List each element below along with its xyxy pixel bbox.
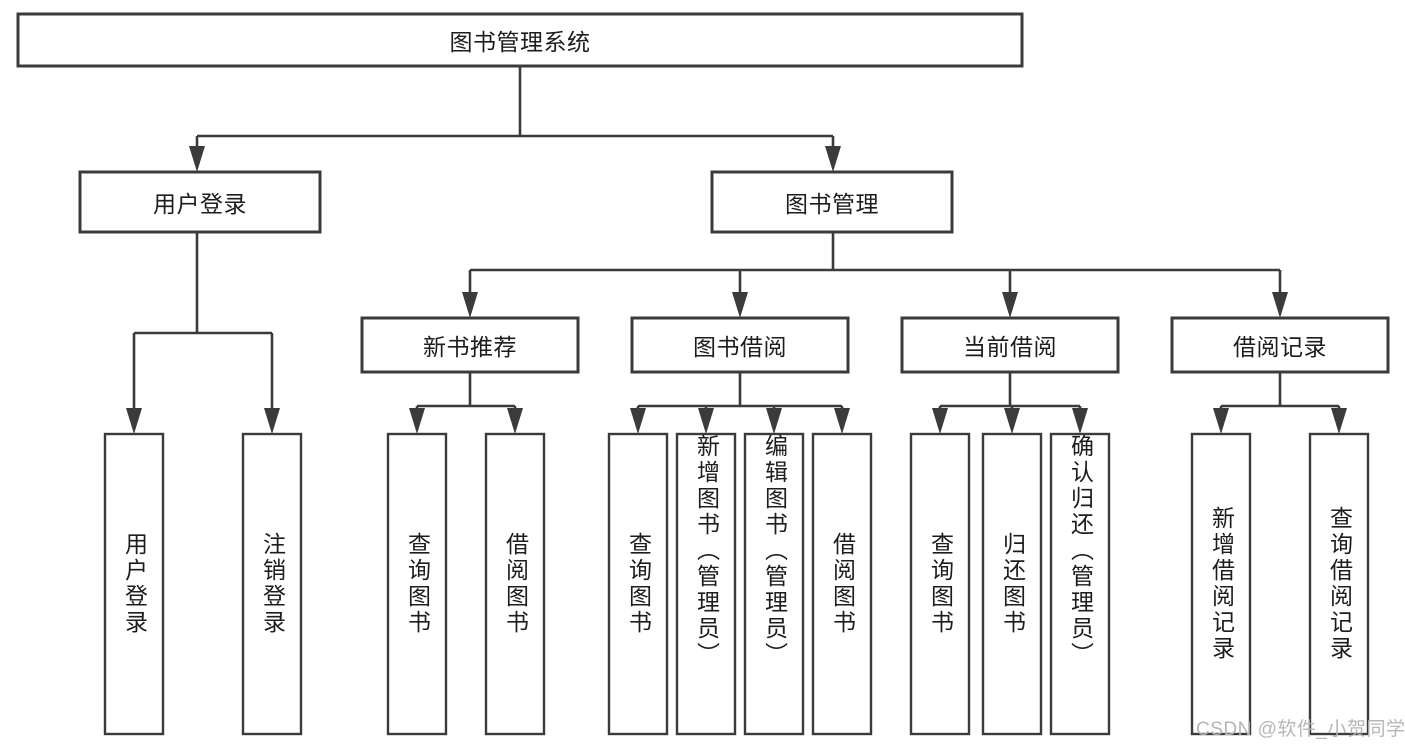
arrow-head-borrow-record <box>1272 292 1288 318</box>
arrow-head-leaf-borrow-book-1 <box>507 408 523 434</box>
node-box-leaf-edit-book[interactable] <box>743 432 805 736</box>
node-box-leaf-add-book[interactable] <box>675 432 737 736</box>
connector-book-borrow-children <box>630 372 850 434</box>
node-box-new-book-recommend[interactable] <box>360 316 580 374</box>
arrow-head-leaf-add-record <box>1213 408 1229 434</box>
node-box-leaf-user-login[interactable] <box>103 432 165 736</box>
csdn-watermark: CSDN @软件_小贺同学 <box>1196 719 1405 740</box>
connector-book-manage-children <box>462 232 1288 318</box>
node-box-leaf-confirm-return[interactable] <box>1049 432 1111 736</box>
node-box-borrow-record[interactable] <box>1170 316 1390 374</box>
node-box-leaf-query-book-1[interactable] <box>386 432 448 736</box>
arrow-head-user-login <box>189 146 205 172</box>
arrow-head-book-borrow <box>732 292 748 318</box>
arrow-head-book-manage <box>825 146 841 172</box>
arrow-head-new-book-recommend <box>462 292 478 318</box>
arrow-head-leaf-edit-book <box>766 408 782 434</box>
arrow-head-leaf-borrow-book-2 <box>834 408 850 434</box>
arrow-head-leaf-query-book-2 <box>630 408 646 434</box>
arrow-head-leaf-logout <box>264 408 280 434</box>
connector-new-book-children <box>409 372 523 434</box>
node-box-leaf-return-book[interactable] <box>981 432 1043 736</box>
arrow-head-leaf-user-login <box>126 408 142 434</box>
node-box-leaf-query-record[interactable] <box>1308 432 1370 736</box>
node-box-book-borrow[interactable] <box>630 316 850 374</box>
arrow-head-leaf-query-book-1 <box>409 408 425 434</box>
node-box-current-borrow[interactable] <box>900 316 1120 374</box>
node-box-leaf-borrow-book-2[interactable] <box>811 432 873 736</box>
arrow-head-leaf-add-book <box>698 408 714 434</box>
node-box-leaf-query-book-3[interactable] <box>909 432 971 736</box>
node-box-leaf-add-record[interactable] <box>1190 432 1252 736</box>
connector-borrow-record-children <box>1213 372 1347 434</box>
node-box-book-manage[interactable] <box>710 170 954 234</box>
node-box-leaf-logout[interactable] <box>241 432 303 736</box>
node-box-user-login[interactable] <box>78 170 322 234</box>
node-box-root[interactable] <box>16 12 1024 68</box>
arrow-head-leaf-query-book-3 <box>932 408 948 434</box>
connector-root-to-level2 <box>189 66 841 172</box>
arrow-head-leaf-confirm-return <box>1072 408 1088 434</box>
connector-current-borrow-children <box>932 372 1088 434</box>
arrow-head-leaf-return-book <box>1004 408 1020 434</box>
connector-user-login-children <box>126 232 280 434</box>
arrow-head-current-borrow <box>1002 292 1018 318</box>
arrow-head-leaf-query-record <box>1331 408 1347 434</box>
node-box-leaf-query-book-2[interactable] <box>607 432 669 736</box>
node-box-leaf-borrow-book-1[interactable] <box>484 432 546 736</box>
